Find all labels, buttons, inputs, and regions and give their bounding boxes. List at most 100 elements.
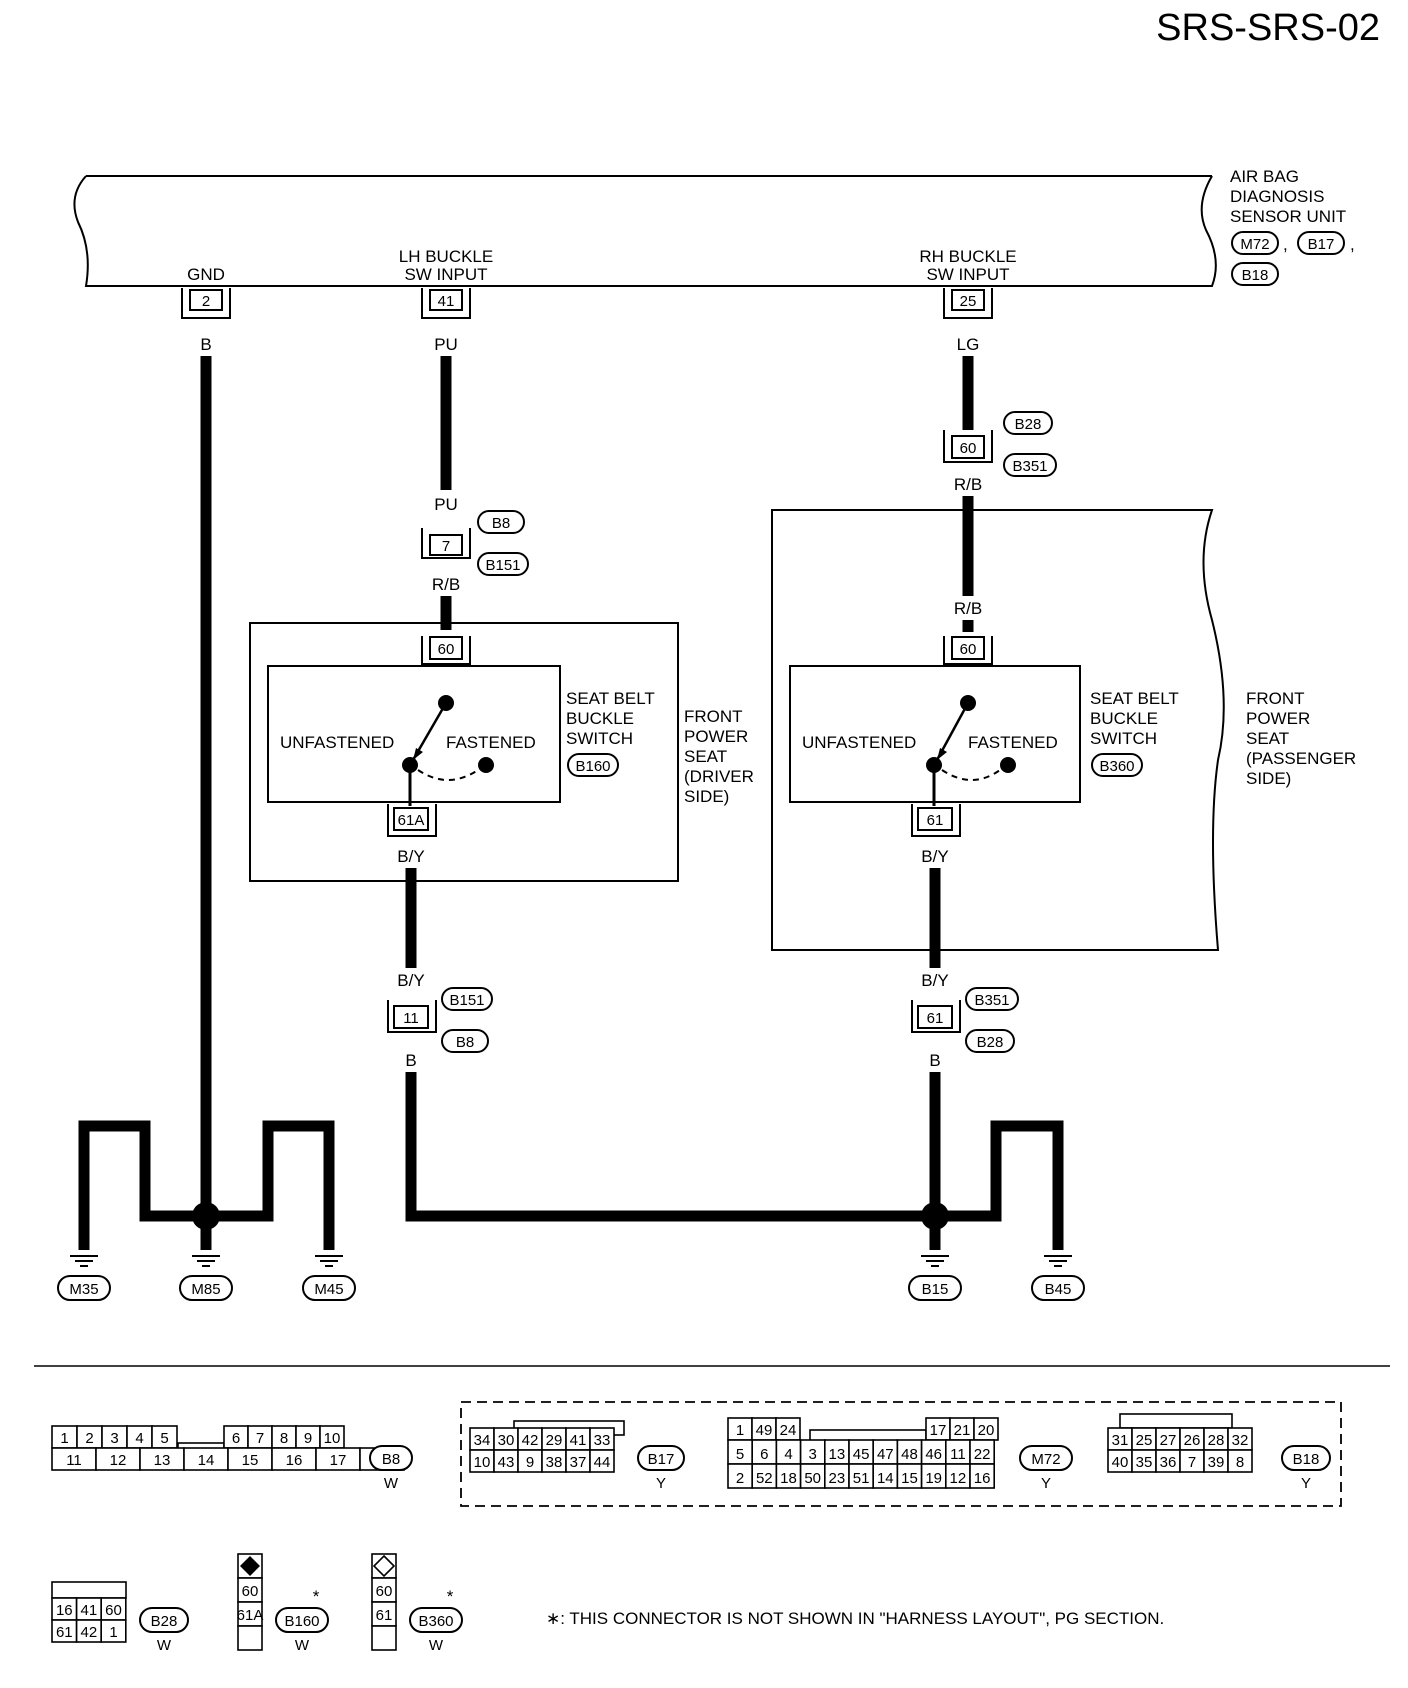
m72-pin: 1 bbox=[736, 1422, 744, 1439]
m72-cell bbox=[944, 1463, 971, 1489]
svg-text:POWER: POWER bbox=[1246, 709, 1310, 728]
svg-text:B151: B151 bbox=[449, 992, 484, 1009]
footnote: ∗: THIS CONNECTOR IS NOT SHOWN IN "HARNE… bbox=[546, 1609, 1164, 1628]
m72-pin: 11 bbox=[950, 1446, 966, 1463]
m72-pin: 12 bbox=[950, 1470, 967, 1487]
svg-text:61A: 61A bbox=[398, 812, 425, 829]
lh-upper-connector: 7 B8 B151 bbox=[421, 510, 529, 576]
unit-connector-b18: B18 bbox=[1242, 267, 1269, 284]
m72-pin: 17 bbox=[930, 1422, 947, 1439]
m72-cell bbox=[969, 1463, 996, 1489]
lh-lower-bottom-color: B bbox=[405, 1051, 416, 1070]
m72-pin: 23 bbox=[829, 1470, 846, 1487]
m72-pin: 2 bbox=[736, 1470, 744, 1487]
svg-text:DIAGNOSIS: DIAGNOSIS bbox=[1230, 187, 1324, 206]
b28-pin: 1 bbox=[109, 1624, 117, 1641]
svg-text:Y: Y bbox=[656, 1475, 666, 1492]
driver-switch-top-pin: 60 bbox=[421, 636, 471, 665]
b28-pin: 61 bbox=[56, 1624, 73, 1641]
connector-view-b160: 60 61A B160 * W bbox=[237, 1553, 329, 1654]
svg-text:B: B bbox=[323, 1161, 334, 1180]
svg-text:25: 25 bbox=[960, 293, 977, 310]
svg-text:M85: M85 bbox=[191, 1281, 220, 1298]
svg-text:M72: M72 bbox=[1031, 1451, 1060, 1468]
svg-text:B360: B360 bbox=[418, 1613, 453, 1630]
m72-cell bbox=[848, 1439, 875, 1465]
b18-pin: 31 bbox=[1112, 1432, 1129, 1449]
lh-upper-top-color: PU bbox=[434, 495, 458, 514]
b8-pin: 10 bbox=[324, 1430, 341, 1447]
driver-switch-out-color: B/Y bbox=[397, 847, 424, 866]
b18-pin: 35 bbox=[1136, 1454, 1153, 1471]
svg-text:SEAT BELT: SEAT BELT bbox=[566, 689, 655, 708]
b8-pin: 8 bbox=[280, 1430, 288, 1447]
passenger-in-color: R/B bbox=[954, 599, 982, 618]
driver-unfastened-label: UNFASTENED bbox=[280, 733, 394, 752]
b18-pin: 8 bbox=[1236, 1454, 1244, 1471]
unit-label: AIR BAG DIAGNOSIS SENSOR UNIT M72 , B17 … bbox=[1230, 167, 1355, 286]
svg-text:W: W bbox=[157, 1637, 172, 1654]
connector-group-frame bbox=[460, 1401, 1342, 1507]
page-title: SRS-SRS-02 bbox=[1156, 7, 1380, 49]
svg-text:B8: B8 bbox=[382, 1451, 400, 1468]
svg-text:B: B bbox=[200, 1161, 211, 1180]
svg-text:7: 7 bbox=[442, 538, 450, 555]
b8-pin: 14 bbox=[198, 1452, 215, 1469]
svg-text:FRONT: FRONT bbox=[1246, 689, 1305, 708]
svg-text:B18: B18 bbox=[1293, 1451, 1320, 1468]
svg-text:61: 61 bbox=[927, 812, 944, 829]
lh-upper-bottom-color: R/B bbox=[432, 575, 460, 594]
b8-pin: 2 bbox=[85, 1430, 93, 1447]
svg-text:B28: B28 bbox=[977, 1034, 1004, 1051]
gnd-pin: 2 bbox=[181, 288, 231, 319]
b18-pin: 36 bbox=[1160, 1454, 1177, 1471]
svg-text:B: B bbox=[262, 1161, 273, 1180]
driver-switch-symbol bbox=[402, 695, 494, 781]
b17-pin: 34 bbox=[474, 1432, 491, 1449]
svg-text:Y: Y bbox=[1301, 1475, 1311, 1492]
rh-upper-bottom-color: R/B bbox=[954, 475, 982, 494]
m72-pin: 5 bbox=[736, 1446, 744, 1463]
gnd-label: GND bbox=[187, 265, 225, 284]
lh-lower-connector: 11 B151 B8 bbox=[387, 987, 493, 1053]
svg-text:60: 60 bbox=[438, 641, 455, 658]
b8-pin: 12 bbox=[110, 1452, 127, 1469]
svg-text:W: W bbox=[429, 1637, 444, 1654]
svg-text:(PASSENGER: (PASSENGER bbox=[1246, 749, 1356, 768]
b8-pin: 11 bbox=[66, 1452, 82, 1469]
b8-pin: 15 bbox=[242, 1452, 259, 1469]
m72-cell bbox=[920, 1439, 947, 1465]
ground-wire-color-labels: B B B B B B B B B bbox=[78, 1161, 1063, 1180]
svg-text:61: 61 bbox=[927, 1010, 944, 1027]
svg-text:B15: B15 bbox=[922, 1281, 949, 1298]
svg-text:11: 11 bbox=[403, 1010, 419, 1027]
b28-pin: 41 bbox=[81, 1602, 98, 1619]
m72-pin: 15 bbox=[901, 1470, 918, 1487]
b28-pin: 60 bbox=[105, 1602, 122, 1619]
m72-pin: 24 bbox=[780, 1422, 797, 1439]
svg-text:,: , bbox=[1350, 235, 1355, 254]
svg-text:41: 41 bbox=[438, 293, 455, 310]
m72-cell bbox=[896, 1439, 923, 1465]
b28-pin: 42 bbox=[81, 1624, 98, 1641]
svg-text:B351: B351 bbox=[974, 992, 1009, 1009]
rh-lower-top-color: B/Y bbox=[921, 971, 948, 990]
svg-text:SIDE): SIDE) bbox=[684, 787, 729, 806]
svg-text:FRONT: FRONT bbox=[684, 707, 743, 726]
svg-text:B351: B351 bbox=[1012, 458, 1047, 475]
b8-pin: 5 bbox=[160, 1430, 168, 1447]
m72-pin: 49 bbox=[756, 1422, 773, 1439]
passenger-switch-out-color: B/Y bbox=[921, 847, 948, 866]
b8-pin: 13 bbox=[154, 1452, 171, 1469]
m72-pin: 6 bbox=[760, 1446, 768, 1463]
m72-pin: 13 bbox=[829, 1446, 846, 1463]
svg-text:B17: B17 bbox=[648, 1451, 675, 1468]
driver-seat-label: FRONT POWER SEAT (DRIVER SIDE) bbox=[684, 707, 754, 806]
driver-switch-connector: B160 bbox=[575, 758, 610, 775]
b28-cell bbox=[100, 1619, 127, 1643]
rh-label-line1: RH BUCKLE bbox=[919, 247, 1016, 266]
m72-pin: 51 bbox=[853, 1470, 870, 1487]
